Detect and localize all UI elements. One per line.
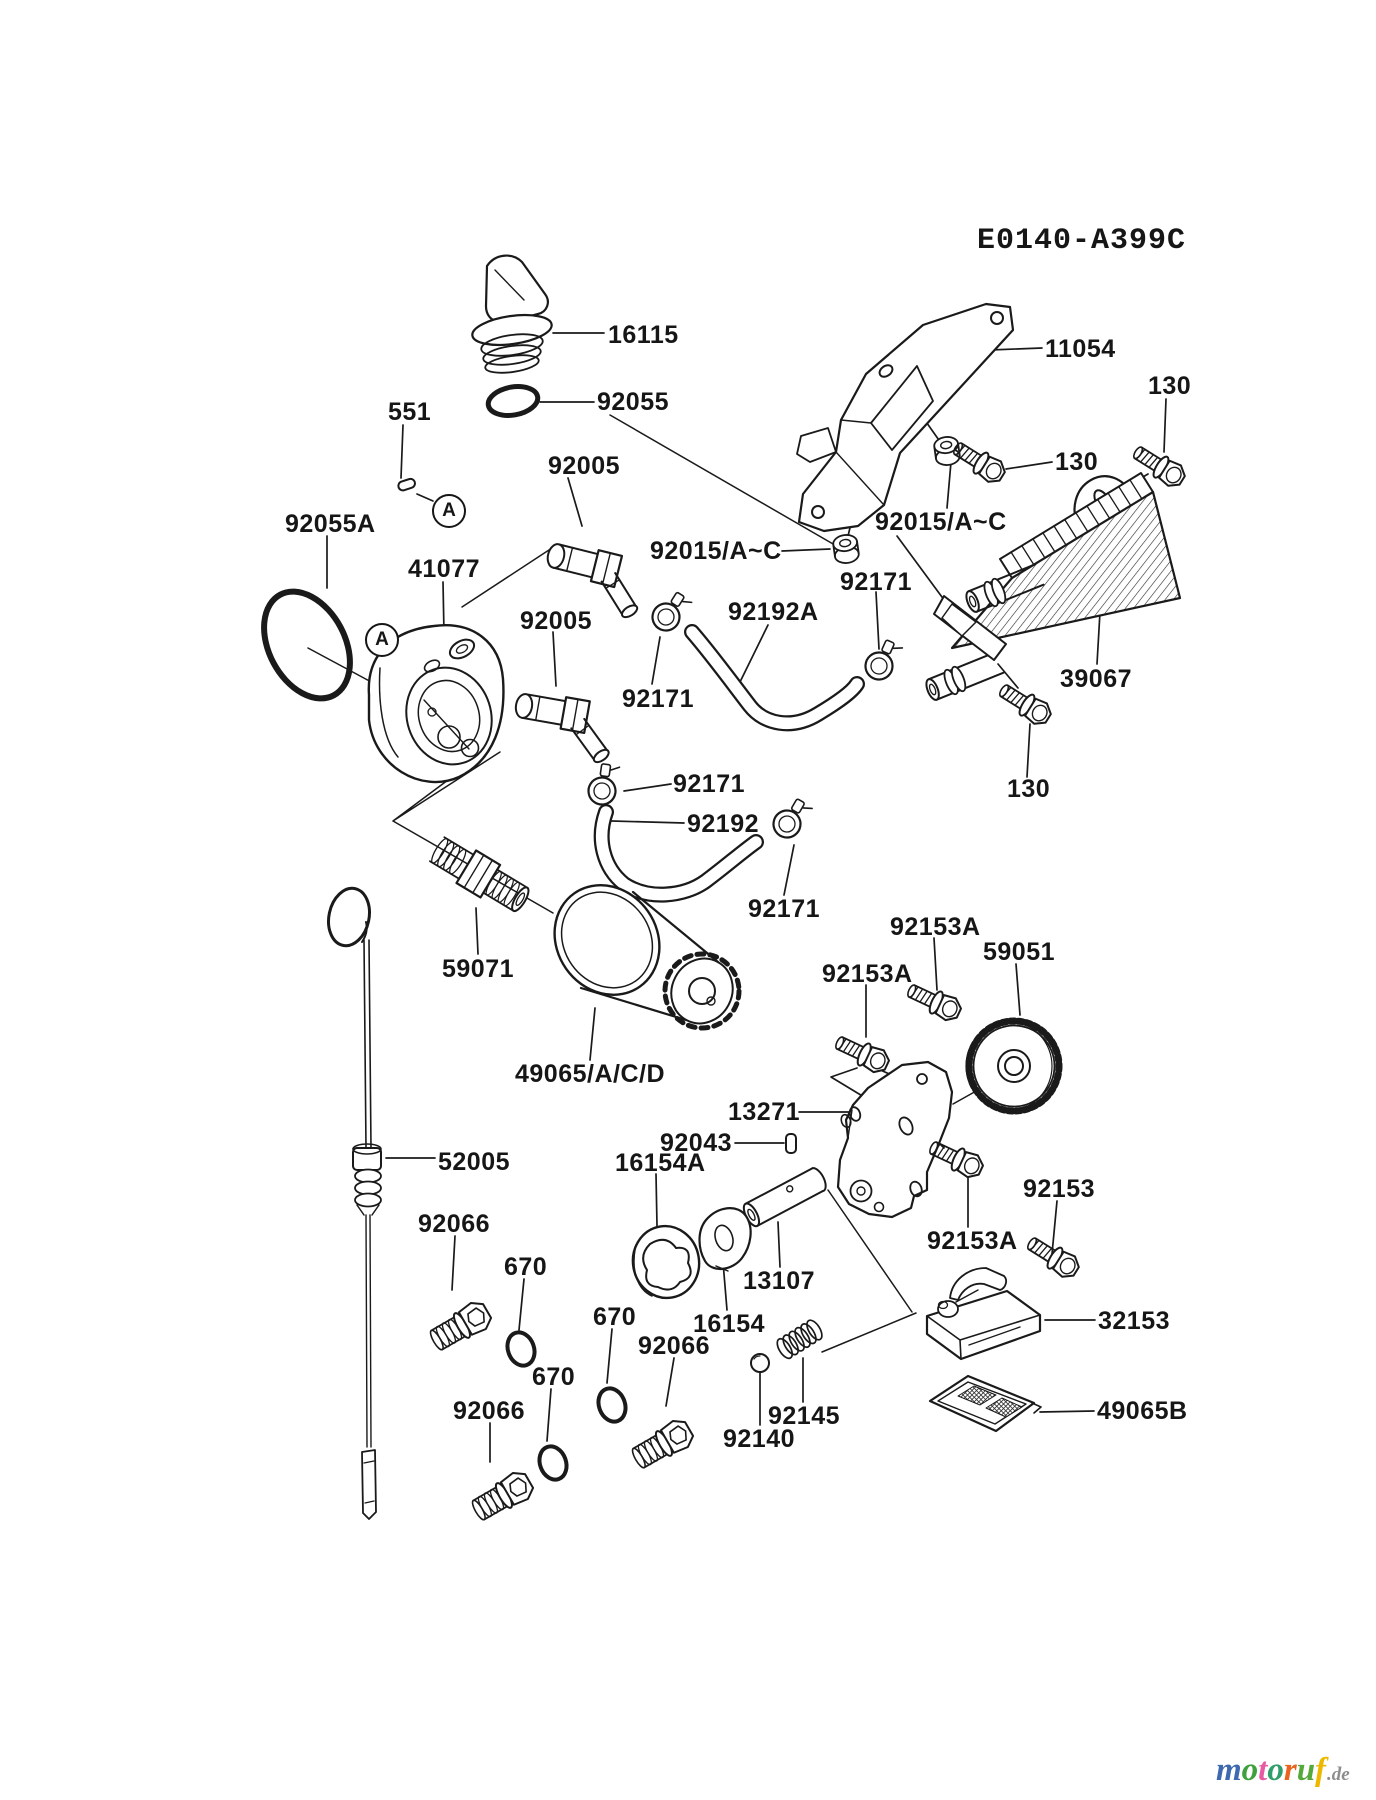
callout-39067: 39067 bbox=[1060, 665, 1133, 693]
watermark-letter: f bbox=[1315, 1752, 1327, 1788]
diagram-code: E0140-A399C bbox=[977, 224, 1187, 258]
watermark-letter: u bbox=[1296, 1752, 1316, 1788]
callout-92153A-1: 92153A bbox=[890, 913, 981, 941]
part-plug-92066-1 bbox=[425, 1297, 496, 1356]
callout-130-3: 130 bbox=[1007, 775, 1051, 803]
callout-16115: 16115 bbox=[608, 321, 679, 349]
part-bolt-130-2 bbox=[948, 436, 1010, 488]
part-oil-filter-49065 bbox=[553, 884, 742, 1031]
part-rotor-16154 bbox=[698, 1207, 752, 1272]
part-spring-92145 bbox=[776, 1319, 823, 1360]
callout-130-2: 130 bbox=[1055, 448, 1099, 476]
part-hose-92192 bbox=[593, 804, 764, 903]
part-relief-valve-32153 bbox=[925, 1267, 1042, 1361]
callout-32153: 32153 bbox=[1098, 1307, 1171, 1335]
part-oring-92055A bbox=[261, 588, 353, 702]
callout-92171-4: 92171 bbox=[748, 895, 821, 923]
part-oring-92055 bbox=[485, 384, 541, 418]
watermark-letter: m bbox=[1216, 1752, 1242, 1788]
callout-49065B: 49065B bbox=[1097, 1397, 1188, 1425]
callout-92171-cooler: 92171 bbox=[840, 568, 913, 596]
callout-92171-3: 92171 bbox=[673, 770, 746, 798]
part-pin-92043 bbox=[785, 1133, 797, 1154]
watermark-suffix: .de bbox=[1327, 1764, 1350, 1785]
part-plug-92066-2 bbox=[627, 1415, 698, 1474]
callout-59051: 59051 bbox=[983, 938, 1056, 966]
part-nut-92015-right bbox=[932, 434, 962, 468]
callout-13271: 13271 bbox=[728, 1098, 801, 1126]
part-ball-92140 bbox=[750, 1353, 770, 1373]
callout-92066-3: 92066 bbox=[453, 1397, 526, 1425]
view-marker-a-2: A bbox=[365, 623, 399, 657]
part-gear-59051 bbox=[965, 1017, 1063, 1115]
part-oring-670-3 bbox=[537, 1444, 569, 1482]
callout-670-3: 670 bbox=[532, 1363, 576, 1391]
callout-92066-2: 92066 bbox=[638, 1332, 711, 1360]
part-oring-670-2 bbox=[596, 1386, 628, 1424]
callout-41077: 41077 bbox=[408, 555, 481, 583]
callout-130-1: 130 bbox=[1148, 372, 1192, 400]
callout-92055A: 92055A bbox=[285, 510, 376, 538]
callout-92043: 92043 bbox=[660, 1129, 733, 1157]
part-filter-housing-41077 bbox=[367, 624, 505, 784]
callout-92153A-3: 92153A bbox=[927, 1227, 1018, 1255]
callout-92005-2: 92005 bbox=[520, 607, 593, 635]
watermark-letter: o bbox=[1267, 1752, 1284, 1788]
exploded-axis-lines bbox=[307, 414, 979, 1353]
callout-92153: 92153 bbox=[1023, 1175, 1096, 1203]
callout-49065: 49065/A/C/D bbox=[515, 1060, 666, 1088]
part-elbow-92005-lower bbox=[507, 687, 621, 768]
part-bolt-92153A-3 bbox=[924, 1134, 987, 1182]
part-nut-92015-left bbox=[831, 532, 861, 566]
part-oil-cooler-39067 bbox=[922, 472, 1182, 705]
callout-92005-1: 92005 bbox=[548, 452, 621, 480]
callout-670-1: 670 bbox=[504, 1253, 548, 1281]
callout-92015-right: 92015/A~C bbox=[875, 508, 1007, 536]
watermark-letter: o bbox=[1241, 1752, 1259, 1788]
part-clamp-92171-2 bbox=[863, 637, 905, 683]
part-pin-551 bbox=[397, 477, 416, 492]
callout-16154A: 16154A bbox=[615, 1149, 706, 1177]
callout-13107: 13107 bbox=[743, 1267, 816, 1295]
callout-92015-left: 92015/A~C bbox=[650, 537, 782, 565]
callout-92192: 92192 bbox=[687, 810, 760, 838]
part-clamp-92171-4 bbox=[770, 794, 815, 843]
callout-92140: 92140 bbox=[723, 1425, 796, 1453]
watermark-letter: t bbox=[1258, 1752, 1268, 1788]
view-marker-a-1: A bbox=[432, 494, 466, 528]
callout-11054: 11054 bbox=[1045, 335, 1116, 363]
callout-59071: 59071 bbox=[442, 955, 515, 983]
part-shaft-13107 bbox=[742, 1167, 827, 1228]
part-bolt-92153A-1 bbox=[902, 977, 965, 1025]
callout-92066-1: 92066 bbox=[418, 1210, 491, 1238]
part-rotor-16154A bbox=[631, 1224, 701, 1300]
part-dipstick-52005 bbox=[327, 886, 382, 1520]
callout-92192A: 92192A bbox=[728, 598, 819, 626]
part-bracket-11054 bbox=[796, 302, 1015, 533]
callout-16154: 16154 bbox=[693, 1310, 766, 1338]
part-hose-92192A bbox=[684, 624, 865, 732]
callout-52005: 52005 bbox=[438, 1148, 511, 1176]
part-oil-cap-16115 bbox=[471, 254, 553, 374]
callout-92153A-2: 92153A bbox=[822, 960, 913, 988]
part-fitting-59071 bbox=[429, 836, 530, 913]
part-clamp-92171-3 bbox=[582, 759, 628, 809]
part-bolt-92153A-2 bbox=[830, 1029, 893, 1077]
part-oring-670-1 bbox=[505, 1330, 537, 1368]
part-plug-92066-3 bbox=[467, 1467, 538, 1526]
callout-551: 551 bbox=[388, 398, 432, 426]
watermark-letter: r bbox=[1283, 1752, 1297, 1788]
part-pump-plate-13271 bbox=[836, 1060, 954, 1219]
callout-92145: 92145 bbox=[768, 1402, 841, 1430]
callout-670-2: 670 bbox=[593, 1303, 637, 1331]
callout-92171-2: 92171 bbox=[622, 685, 695, 713]
callout-92055: 92055 bbox=[597, 388, 670, 416]
part-bolt-130-3 bbox=[994, 678, 1056, 730]
part-screen-49065B bbox=[928, 1374, 1042, 1433]
